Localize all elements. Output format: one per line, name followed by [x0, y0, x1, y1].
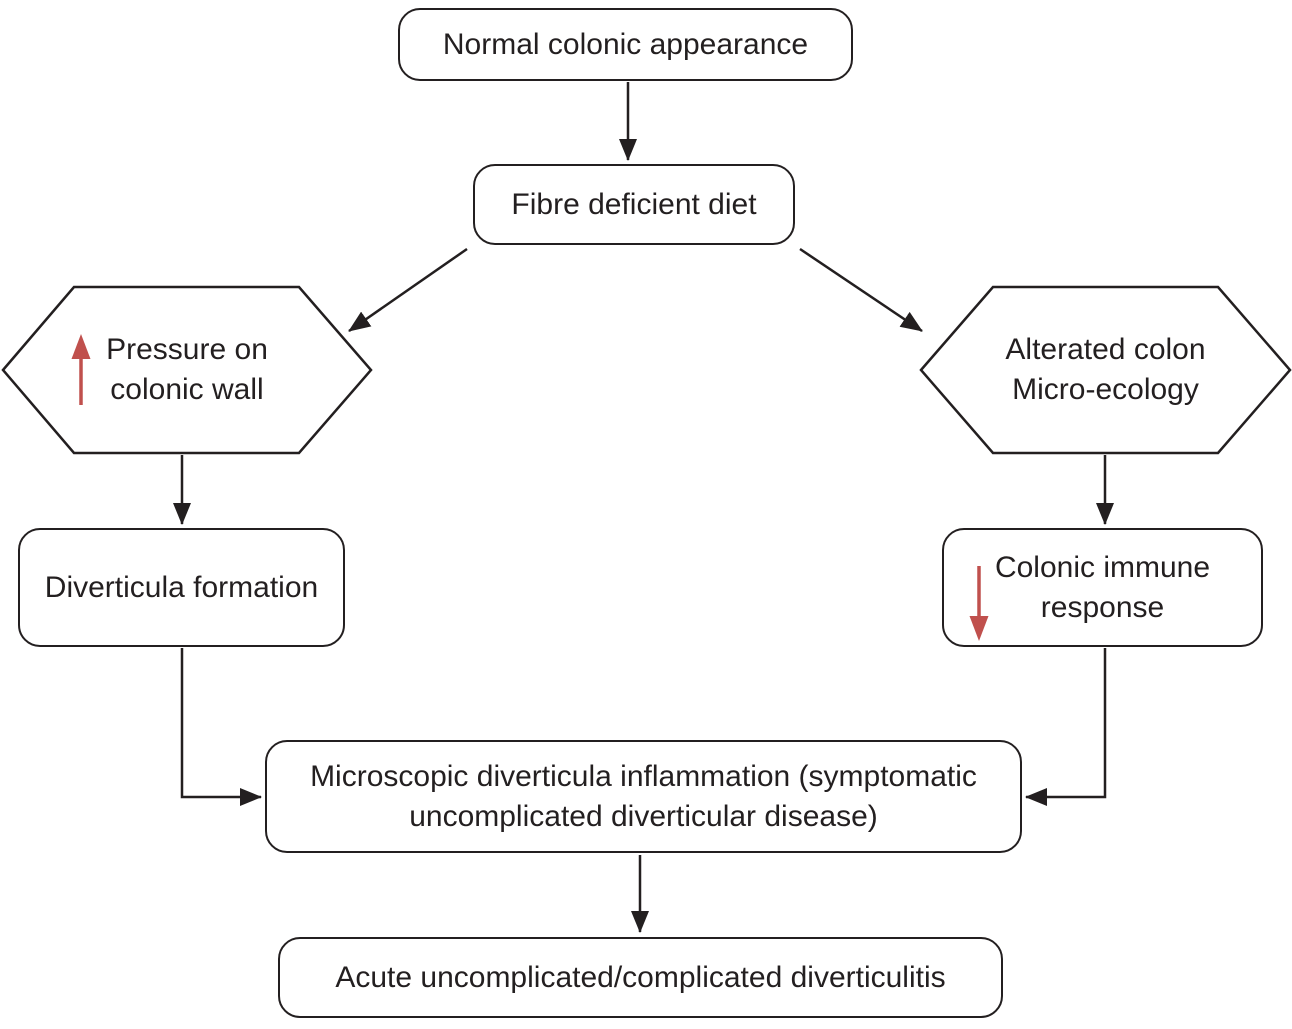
node-colonic-immune-response: Colonic immune response — [942, 528, 1263, 647]
node-label: Acute uncomplicated/complicated divertic… — [335, 960, 946, 994]
node-label: Fibre deficient diet — [511, 187, 757, 221]
node-label: Normal colonic appearance — [442, 27, 809, 61]
connector-fibre-to-pressure — [348, 247, 468, 333]
node-normal-colonic-appearance: Normal colonic appearance — [398, 8, 853, 81]
node-diverticula-formation: Diverticula formation — [18, 528, 345, 647]
connector-immune-to-inflammation — [1025, 648, 1107, 806]
node-fibre-deficient-diet: Fibre deficient diet — [473, 164, 795, 245]
node-label: Microscopic diverticula inflammation (sy… — [310, 759, 977, 833]
ecology-hexagon — [919, 285, 1292, 455]
node-label: Colonic immune response — [994, 550, 1211, 624]
pressure-hexagon — [1, 285, 373, 455]
node-acute-diverticulitis: Acute uncomplicated/complicated divertic… — [278, 937, 1003, 1018]
decrease-arrow-icon — [969, 566, 989, 641]
node-label: Diverticula formation — [44, 570, 319, 604]
connector-diverticula-to-inflammation — [180, 648, 262, 806]
node-microscopic-diverticula-inflammation: Microscopic diverticula inflammation (sy… — [265, 740, 1022, 853]
connector-fibre-to-ecology — [799, 247, 923, 333]
